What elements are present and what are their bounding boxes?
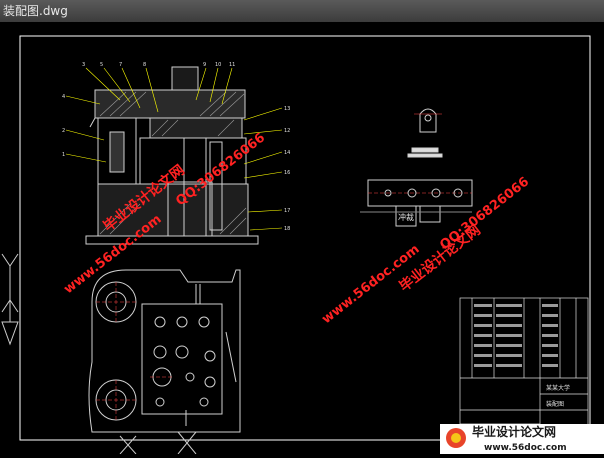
callout-1: 1	[62, 152, 65, 158]
watermark-phone-right: QQ:306826066	[437, 174, 532, 253]
callout-17: 17	[284, 208, 290, 214]
strip-layout	[360, 179, 473, 227]
callout-2: 2	[62, 128, 65, 134]
ucs-icon	[1, 253, 19, 346]
callout-12: 12	[284, 128, 290, 134]
callout-5: 5	[100, 62, 103, 68]
callout-18: 18	[284, 226, 290, 232]
callout-3: 3	[82, 62, 85, 68]
plan-view	[88, 269, 241, 433]
section-view	[85, 66, 259, 245]
window-title: 装配图.dwg	[0, 0, 604, 22]
logo-url: www.56doc.com	[484, 443, 567, 453]
logo-text: 毕业设计论文网	[472, 424, 556, 439]
callout-8: 8	[143, 62, 146, 68]
callout-numbers: 3 5 7 8 9 10 11 4 2 1 13 12 14 16 17 18	[62, 62, 290, 232]
callout-16: 16	[284, 170, 290, 176]
drawing-border	[19, 35, 591, 441]
centerlines	[96, 282, 174, 420]
title-drawing-name: 装配图	[546, 400, 564, 408]
callout-9: 9	[203, 62, 206, 68]
title-school: 某某大学	[546, 384, 570, 392]
callout-10: 10	[215, 62, 221, 68]
callout-13: 13	[284, 106, 290, 112]
title-block	[459, 297, 589, 441]
cad-drawing: 3 5 7 8 9 10 11 4 2 1 13 12 14 16 17 18	[1, 35, 604, 455]
section-hatching	[99, 91, 247, 235]
site-logo: 毕业设计论文网 www.56doc.com	[440, 424, 604, 454]
bottom-marks	[119, 431, 197, 455]
callout-4: 4	[62, 94, 65, 100]
drawing-canvas[interactable]: 3 5 7 8 9 10 11 4 2 1 13 12 14 16 17 18	[0, 22, 604, 455]
strip-label: 冲裁	[398, 212, 414, 222]
leader-lines	[65, 67, 283, 231]
callout-7: 7	[119, 62, 122, 68]
callout-14: 14	[284, 150, 290, 156]
title-block-rows	[474, 304, 558, 367]
part-detail	[407, 108, 443, 158]
callout-11: 11	[229, 62, 235, 68]
